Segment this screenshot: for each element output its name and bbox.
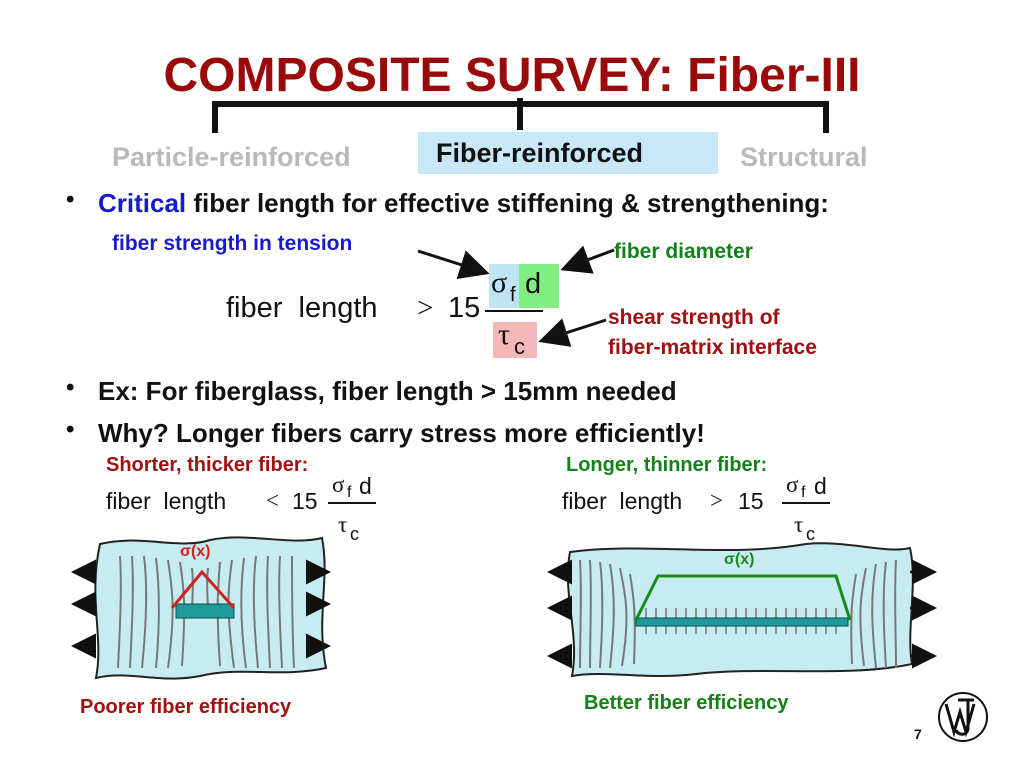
annotation-diameter: fiber diameter — [614, 240, 753, 263]
right-equation-gt: > — [710, 488, 723, 513]
long-sigma-profile — [634, 574, 852, 621]
right-equation-sub-c: c — [806, 524, 815, 544]
bullet-critical-length: Critical fiber length for effective stif… — [98, 188, 829, 219]
left-equation-d: d — [359, 473, 372, 499]
equation-sub-c: c — [514, 334, 525, 359]
equation-sub-f: f — [510, 284, 516, 306]
right-fraction-bar — [782, 502, 830, 504]
category-particle: Particle-reinforced — [112, 142, 351, 172]
short-fiber-diagram — [71, 536, 331, 680]
left-equation-constant: 15 — [292, 488, 318, 514]
bullet-fiberglass: Ex: For fiberglass, fiber length > 15mm … — [98, 376, 677, 406]
right-equation-d: d — [814, 473, 827, 499]
slide-title: COMPOSITE SURVEY: Fiber-III — [163, 49, 861, 102]
fraction-bar — [485, 310, 543, 312]
left-fraction-bar — [328, 502, 376, 504]
bullet-dot: • — [66, 374, 75, 401]
sigma-highlight — [489, 264, 519, 308]
slide-number: 7 — [914, 726, 922, 742]
equation-tau: τ — [498, 318, 511, 351]
long-fiber — [635, 617, 849, 627]
bullet-dot: • — [66, 186, 75, 213]
category-fiber: Fiber-reinforced — [436, 138, 644, 168]
category-fiber-highlight: Fiber-reinforced — [418, 132, 718, 174]
right-equation-tau: τ — [794, 512, 804, 537]
category-bracket — [212, 98, 829, 133]
short-sigma-profile — [170, 569, 236, 609]
annotation-shear-2: fiber-matrix interface — [608, 336, 817, 359]
left-caption: Poorer fiber efficiency — [80, 696, 292, 718]
equation-d: d — [525, 268, 542, 300]
long-fiber-diagram — [547, 542, 937, 678]
bullet-critical-rest: fiber length for effective stiffening & … — [193, 188, 829, 218]
right-sigma-label: σ(x) — [724, 551, 755, 568]
stress-lines — [117, 555, 295, 669]
equation-lhs: fiber length — [226, 292, 378, 324]
stress-lines — [579, 559, 897, 669]
bullet-why: Why? Longer fibers carry stress more eff… — [98, 418, 705, 448]
left-equation-lhs: fiber length — [106, 488, 227, 514]
short-fiber — [175, 603, 235, 619]
critical-word: Critical — [98, 188, 187, 218]
left-equation-sub-f: f — [347, 484, 352, 501]
category-structural: Structural — [740, 142, 868, 172]
tau-highlight — [493, 322, 537, 358]
right-equation-sub-f: f — [801, 484, 806, 501]
left-case-heading: Shorter, thicker fiber: — [106, 454, 309, 476]
equation-gt: > — [417, 292, 434, 324]
annotation-tension: fiber strength in tension — [112, 232, 353, 255]
annotation-arrows — [417, 245, 615, 347]
publisher-logo — [938, 692, 988, 742]
equation-sigma: σ — [491, 266, 508, 299]
annotation-shear-1: shear strength of — [608, 306, 780, 329]
left-equation-tau: τ — [338, 512, 348, 537]
diameter-highlight — [519, 264, 559, 308]
left-equation-lt: < — [266, 488, 279, 513]
left-equation-sigma: σ — [332, 472, 345, 497]
equation-constant: 15 — [448, 292, 481, 324]
left-equation-sub-c: c — [350, 524, 359, 544]
main-equation: fiber length — [226, 292, 378, 325]
right-equation-lhs: fiber length — [562, 488, 683, 514]
right-equation-constant: 15 — [738, 488, 764, 514]
right-caption: Better fiber efficiency — [584, 692, 789, 714]
right-case-heading: Longer, thinner fiber: — [566, 454, 768, 476]
right-equation-sigma: σ — [786, 472, 799, 497]
bullet-dot: • — [66, 416, 75, 443]
left-sigma-label: σ(x) — [180, 543, 211, 560]
